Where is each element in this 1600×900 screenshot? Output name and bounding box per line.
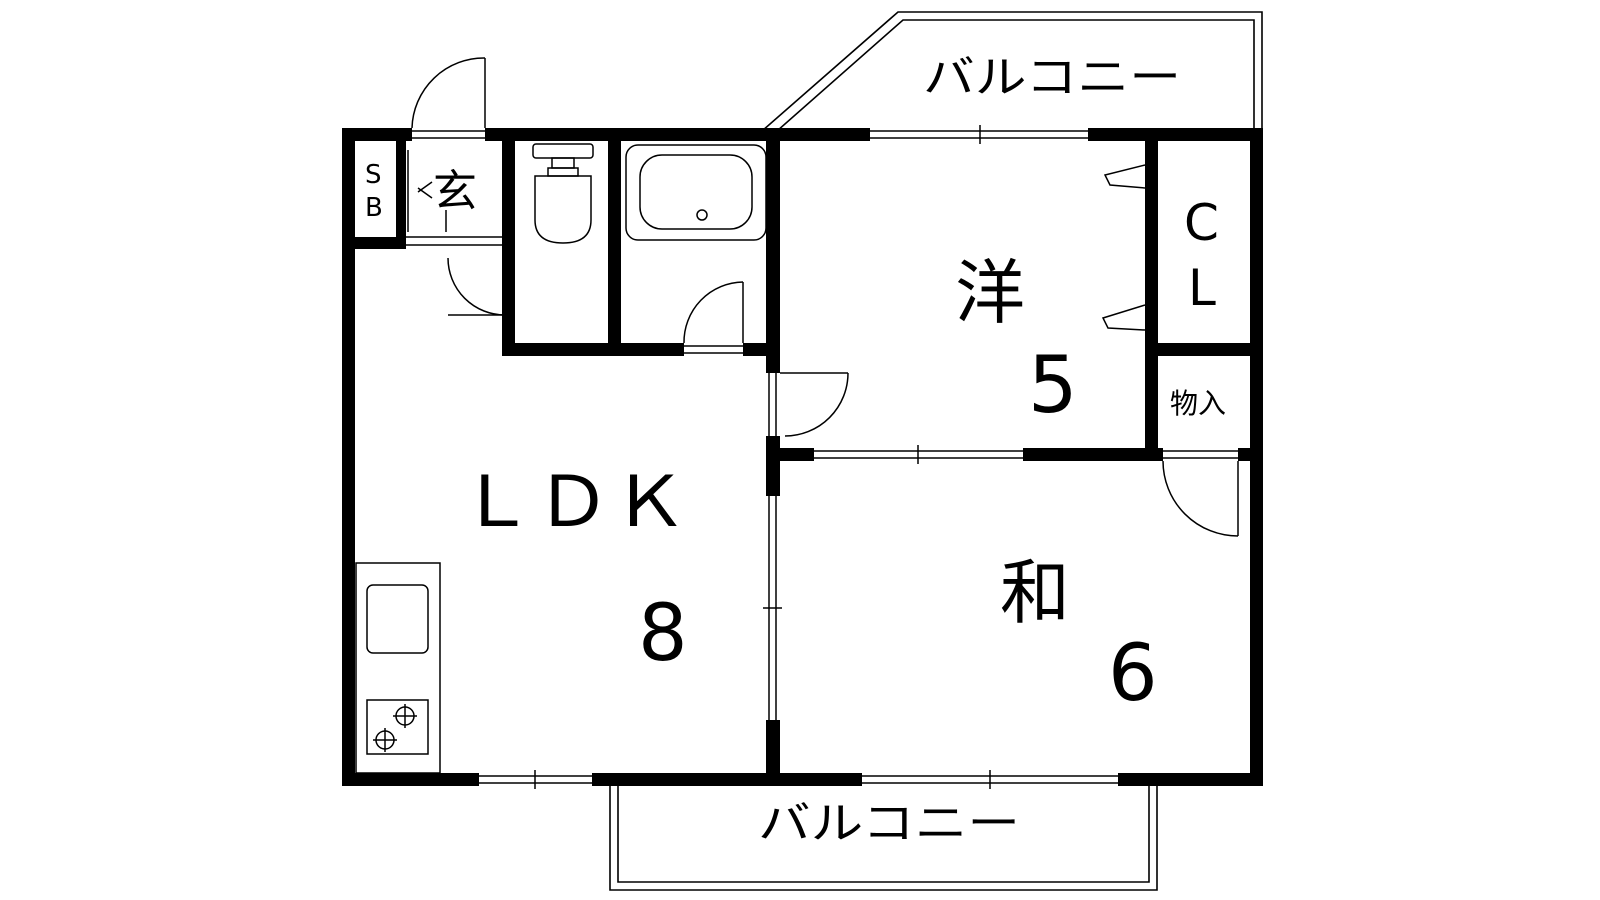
entrance-step xyxy=(417,181,447,232)
kitchen-counter xyxy=(355,562,441,774)
bathtub-fixture xyxy=(625,144,767,241)
balcony-top xyxy=(761,11,1263,132)
walls xyxy=(342,128,1263,786)
japanese-room-label: 和 xyxy=(1000,552,1070,634)
toilet-fixture xyxy=(532,143,594,244)
closet-label-bottom: L xyxy=(1188,259,1216,317)
balcony-bottom-label: バルコニー xyxy=(758,798,1020,849)
shoe-box-label-top: S xyxy=(365,160,382,190)
door-swings xyxy=(411,57,1239,537)
storage-label: 物入 xyxy=(1170,387,1226,420)
ldk-size: 8 xyxy=(638,589,688,679)
balcony-top-label: バルコニー xyxy=(923,52,1181,103)
shoe-box-label-bottom: B xyxy=(365,193,383,223)
western-room-size: 5 xyxy=(1028,341,1078,431)
entrance-label: 玄 xyxy=(433,166,477,217)
closet-label-top: C xyxy=(1184,194,1219,252)
balcony-bottom xyxy=(609,782,1158,891)
japanese-room-size: 6 xyxy=(1108,629,1158,719)
windows xyxy=(406,125,1238,789)
ldk-label: ＬＤＫ xyxy=(458,461,688,543)
western-room-label: 洋 xyxy=(955,252,1025,334)
